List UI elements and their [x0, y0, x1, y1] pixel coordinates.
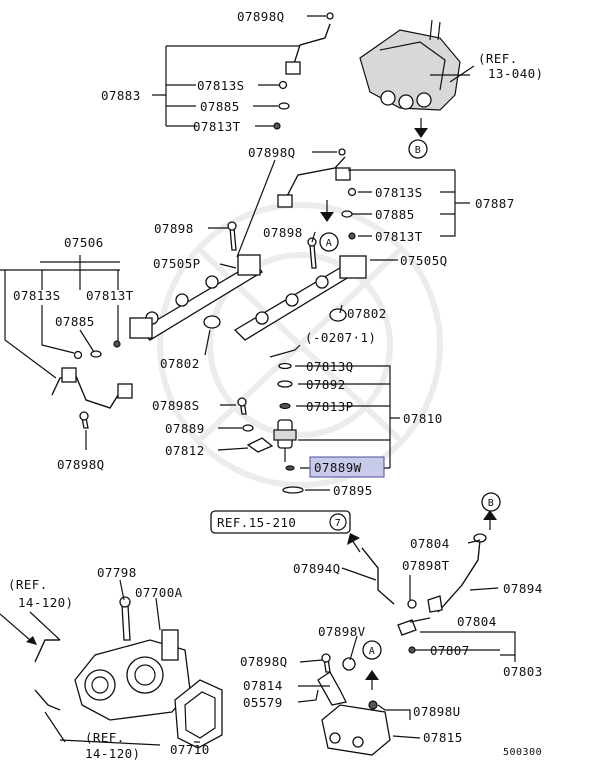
ref-label-13-040-line1[interactable]: (REF. [478, 51, 518, 66]
hose-07894 [437, 533, 487, 613]
ref-circle-7 [329, 513, 347, 531]
ref-label-15-210-num: 7 [335, 518, 342, 529]
part-label-05579[interactable]: 05579 [243, 695, 283, 710]
marker-label: B [488, 498, 495, 509]
part-label-07505q[interactable]: 07505Q [400, 253, 448, 268]
fuel-hose-left [51, 367, 133, 409]
part-label-07885[interactable]: 07885 [375, 207, 415, 222]
part-label-07813t[interactable]: 07813T [86, 288, 134, 303]
hose-07894Q [361, 547, 395, 605]
marker-label: B [415, 145, 422, 156]
part-label-07898v[interactable]: 07898V [318, 624, 366, 639]
ref-label-14-120-b-line1[interactable]: (REF. [85, 730, 125, 745]
part-label-07812[interactable]: 07812 [165, 443, 205, 458]
part-label-07710[interactable]: 07710 [170, 742, 210, 757]
part-label-07894[interactable]: 07894 [503, 581, 543, 596]
highlight-box [309, 456, 385, 478]
part-label-07898u[interactable]: 07898U [413, 704, 461, 719]
part-label-07898q[interactable]: 07898Q [237, 9, 285, 24]
part-label-07898q[interactable]: 07898Q [57, 457, 105, 472]
part-label-07889w[interactable]: 07889W [314, 460, 362, 475]
part-label-07804[interactable]: 07804 [457, 614, 497, 629]
upper-intake-assembly [359, 19, 470, 111]
part-label-07898q[interactable]: 07898Q [240, 654, 288, 669]
part-label-07885[interactable]: 07885 [200, 99, 240, 114]
ref-label-14-120-a-line2[interactable]: 14-120) [18, 595, 73, 610]
part-label-07894q[interactable]: 07894Q [293, 561, 341, 576]
hoses-14-120 [34, 639, 61, 711]
idle-control-bracket [317, 595, 443, 756]
part-label-07802[interactable]: 07802 [347, 306, 387, 321]
fuel-rail-left [129, 254, 263, 341]
part-label-07813t[interactable]: 07813T [375, 229, 423, 244]
fuel-pipe-middle [277, 148, 351, 208]
part-label-07803[interactable]: 07803 [503, 664, 543, 679]
part-label-07898[interactable]: 07898 [263, 225, 303, 240]
part-label-07895[interactable]: 07895 [333, 483, 373, 498]
ref-label-13-040-line2[interactable]: 13-040) [488, 66, 543, 81]
part-label-07807[interactable]: 07807 [430, 643, 470, 658]
part-label-07505p[interactable]: 07505P [153, 256, 201, 271]
marker-label: A [369, 646, 376, 657]
part-label-07889[interactable]: 07889 [165, 421, 205, 436]
part-label-07810[interactable]: 07810 [403, 411, 443, 426]
part-label-07815[interactable]: 07815 [423, 730, 463, 745]
part-label-07813p[interactable]: 07813P [306, 399, 354, 414]
marker-b-bottom: B [481, 492, 501, 512]
marker-label: A [326, 238, 333, 249]
part-label-07883[interactable]: 07883 [101, 88, 141, 103]
part-label-07814[interactable]: 07814 [243, 678, 283, 693]
part-label-07700a[interactable]: 07700A [135, 585, 183, 600]
part-label-07898q[interactable]: 07898Q [248, 145, 296, 160]
part-label-07887[interactable]: 07887 [475, 196, 515, 211]
part-label-07898s[interactable]: 07898S [152, 398, 200, 413]
marker-b-top: B [408, 139, 428, 159]
part-label-07798[interactable]: 07798 [97, 565, 137, 580]
marker-a-mid: A [319, 232, 339, 252]
part-label-07813s[interactable]: 07813S [197, 78, 245, 93]
part-label-07813q[interactable]: 07813Q [306, 359, 354, 374]
diagram-number: 500300 [503, 747, 542, 758]
part-label-07892[interactable]: 07892 [306, 377, 346, 392]
part-label-07898[interactable]: 07898 [154, 221, 194, 236]
fuel-pipe-top [285, 12, 334, 75]
ref-label-14-120-b-line2[interactable]: 14-120) [85, 746, 140, 761]
part-label-07804[interactable]: 07804 [410, 536, 450, 551]
part-label-07885[interactable]: 07885 [55, 314, 95, 329]
part-labels: 07898Q 07883 07813S 07885 07813T (REF. 1… [8, 9, 543, 761]
ref-label-15-210[interactable]: REF.15-210 [217, 515, 296, 530]
marker-a-bottom: A [362, 640, 382, 660]
throttle-body-gasket [174, 679, 223, 749]
small-hardware [73, 80, 357, 453]
ref-box-15-210[interactable] [210, 510, 351, 534]
part-label-07898t[interactable]: 07898T [402, 558, 450, 573]
fuel-injector [273, 362, 304, 494]
part-label-07813s[interactable]: 07813S [375, 185, 423, 200]
fuel-rail-right [233, 255, 367, 341]
leader-lines [0, 15, 516, 743]
date-note: (-0207·1) [305, 330, 376, 345]
flow-arrows [0, 118, 497, 746]
ref-label-14-120-a-line1[interactable]: (REF. [8, 577, 48, 592]
part-label-07813t[interactable]: 07813T [193, 119, 241, 134]
part-label-07813s[interactable]: 07813S [13, 288, 61, 303]
part-label-07506[interactable]: 07506 [64, 235, 104, 250]
throttle-body [74, 596, 191, 721]
part-label-07802[interactable]: 07802 [160, 356, 200, 371]
